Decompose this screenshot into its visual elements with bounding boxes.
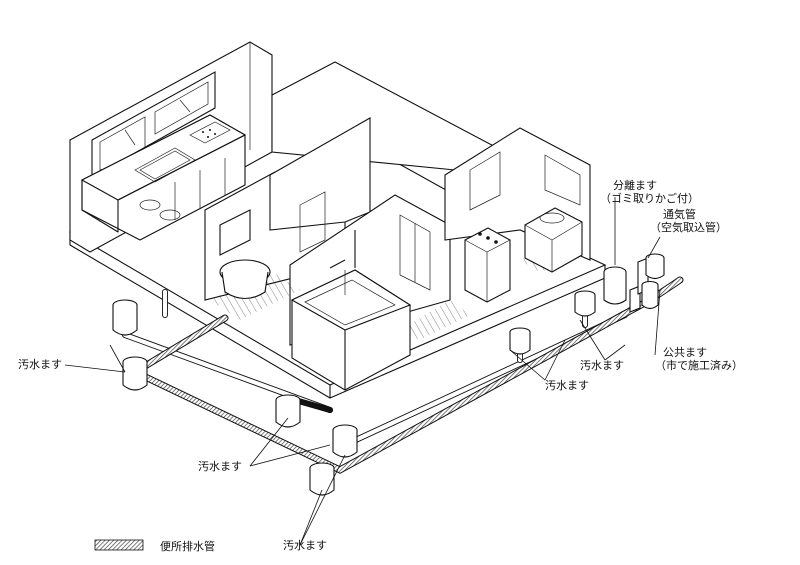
label-osui-4: 汚水ます (545, 379, 589, 392)
kitchen-counter (80, 114, 247, 241)
leader-lines (64, 197, 661, 546)
label-tsuki-sub: （空気取込管） (650, 220, 727, 234)
public-chamber (641, 280, 659, 310)
label-bunri: 分離ます (613, 178, 657, 192)
chamber-4 (332, 424, 358, 458)
label-tsuki: 通気管 (663, 207, 696, 221)
vent-pipe-chamber (629, 253, 665, 313)
washbasin-fixture (524, 207, 583, 273)
manhole-chambers (112, 253, 665, 496)
bathtub-fixture (290, 230, 412, 391)
chamber-6 (509, 327, 531, 355)
labels: 汚水ます 汚水ます 汚水ます 汚水ます 汚水ます 分離ます （ゴミ取りかご付） … (18, 178, 743, 552)
legend-toilet-pipe-label: 便所排水管 (160, 539, 215, 553)
legend-hatch-swatch (94, 539, 144, 551)
chamber-3 (275, 394, 301, 428)
label-kokyo: 公共ます (663, 346, 707, 359)
label-osui-1: 汚水ます (18, 358, 62, 371)
label-kokyo-sub: （市で施工済み） (655, 358, 743, 372)
label-osui-3: 汚水ます (283, 539, 327, 552)
label-osui-2: 汚水ます (198, 460, 242, 473)
legend: 便所排水管 (94, 539, 215, 553)
chamber-7 (574, 290, 596, 317)
label-osui-5: 汚水ます (580, 359, 624, 372)
label-bunri-sub: （ゴミ取りかご付） (600, 191, 699, 205)
toilet-fixture (219, 209, 271, 300)
chamber-1 (112, 299, 138, 336)
separation-chamber (603, 266, 627, 305)
chamber-2 (122, 356, 148, 391)
washing-machine-fixture (464, 227, 511, 303)
